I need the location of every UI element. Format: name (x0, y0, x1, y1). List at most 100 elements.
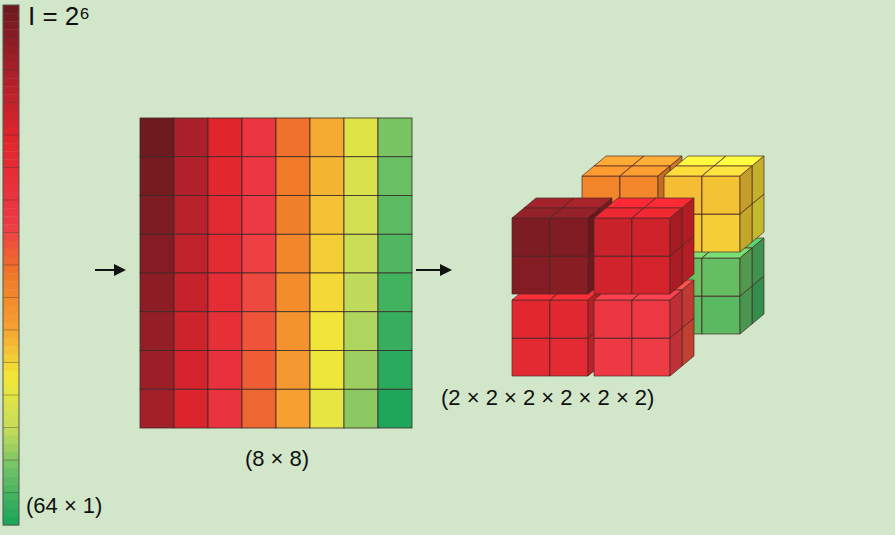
vector-cell (3, 395, 19, 404)
vector-cell (3, 200, 19, 209)
vector-cell (3, 135, 19, 144)
matrix-cell (174, 351, 208, 390)
matrix-cell (344, 196, 378, 235)
cube-face (752, 156, 764, 204)
arrow-head (440, 264, 452, 276)
tensor-cube (702, 166, 752, 214)
vector-cell (3, 62, 19, 71)
matrix-cell (208, 312, 242, 351)
vector-divider (3, 200, 19, 201)
vector-cell (3, 273, 19, 282)
matrix-cell (174, 273, 208, 312)
matrix-cell (208, 234, 242, 273)
vector-divider (3, 70, 19, 71)
vector-cell (3, 208, 19, 217)
matrix-cell (208, 351, 242, 390)
tensor-cube (550, 290, 600, 338)
cube-face (512, 300, 550, 338)
vector-cell (3, 21, 19, 30)
vector-outline (3, 5, 19, 525)
vector-cell (3, 387, 19, 396)
matrix-cell (344, 157, 378, 196)
vector-cell (3, 176, 19, 185)
vector-cell (3, 419, 19, 428)
vector-cell (3, 517, 19, 526)
cube-face (740, 166, 752, 214)
tensor-cubes (512, 156, 764, 376)
cube-face (550, 218, 588, 256)
matrix-cell (242, 196, 276, 235)
vector-cell (3, 468, 19, 477)
vector-divider (3, 362, 19, 363)
vector-cell (3, 151, 19, 160)
vector-cell (3, 444, 19, 453)
vector-divider (3, 395, 19, 396)
cube-face (512, 338, 550, 376)
matrix-cell (310, 234, 344, 273)
cube-face (670, 208, 682, 256)
matrix-cell (140, 196, 174, 235)
vector-cell (3, 403, 19, 412)
vector-cell (3, 460, 19, 469)
cube-face (594, 218, 632, 256)
cube-face (670, 290, 682, 338)
dimension-label: (2 × 2 × 2 × 2 × 2 × 2) (441, 385, 654, 410)
vector-cell (3, 493, 19, 502)
cube-face (550, 300, 588, 338)
arrow-shaft (416, 269, 442, 271)
matrix-cell (378, 273, 412, 312)
vector-cell (3, 436, 19, 445)
cube-face (512, 218, 550, 256)
cube-face (512, 256, 550, 294)
cube-face (740, 248, 752, 296)
dimension-label: (64 × 1) (26, 493, 102, 518)
matrix-cell (276, 157, 310, 196)
vector-cell (3, 501, 19, 510)
cube-face (550, 256, 588, 294)
cube-face (550, 338, 588, 376)
vector-cell (3, 13, 19, 22)
matrix-cell (242, 389, 276, 428)
vector-cell (3, 354, 19, 363)
vector-cell (3, 371, 19, 380)
matrix-cell (344, 234, 378, 273)
arrow (416, 264, 452, 276)
vector-cell (3, 29, 19, 38)
vector-cell (3, 298, 19, 307)
matrix-cell (208, 157, 242, 196)
vector-cell (3, 168, 19, 177)
matrix-cell (276, 234, 310, 273)
matrix-cell (344, 351, 378, 390)
matrix-cell (242, 157, 276, 196)
matrix-cell (344, 312, 378, 351)
tensor-cube (550, 208, 600, 256)
arrow-shaft (95, 269, 116, 271)
matrix-cell (140, 234, 174, 273)
matrix-cell (140, 157, 174, 196)
vector-cell (3, 509, 19, 518)
matrix-cell (174, 312, 208, 351)
vector-cell (3, 314, 19, 323)
cube-face (594, 338, 632, 376)
matrix-grid (140, 118, 412, 428)
matrix-cell (174, 389, 208, 428)
matrix-cell (140, 273, 174, 312)
vector-cell (3, 86, 19, 95)
vector-divider (3, 492, 19, 493)
vector-bar (3, 5, 19, 525)
vector-cell (3, 224, 19, 233)
vector-divider (3, 265, 19, 266)
matrix-cell (378, 389, 412, 428)
matrix-cell (140, 389, 174, 428)
vector-cell (3, 103, 19, 112)
vector-cell (3, 184, 19, 193)
vector-cell (3, 111, 19, 120)
matrix-cell (242, 118, 276, 157)
cube-face (594, 300, 632, 338)
matrix-cell (140, 351, 174, 390)
matrix-cell (310, 389, 344, 428)
matrix-cell (310, 196, 344, 235)
matrix-cell (174, 234, 208, 273)
cube-face (702, 258, 740, 296)
